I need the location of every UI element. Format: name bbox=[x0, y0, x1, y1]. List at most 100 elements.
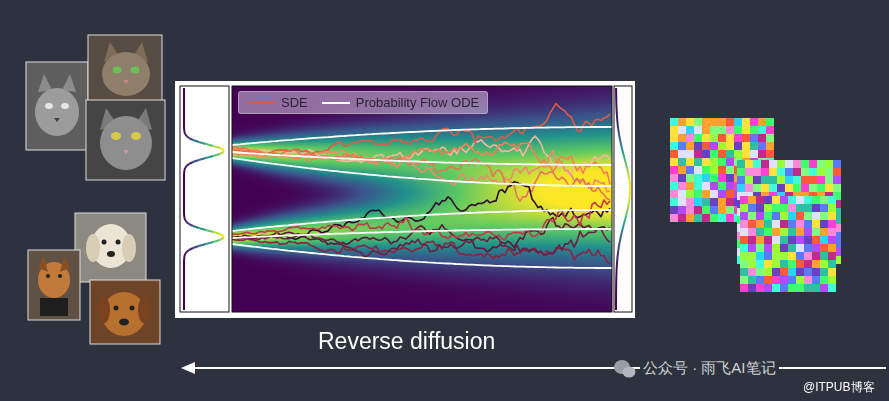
density-curve-segment bbox=[626, 212, 628, 214]
sde-path bbox=[232, 200, 610, 240]
density-curve-segment bbox=[629, 188, 631, 190]
density-curve-segment bbox=[183, 298, 185, 300]
density-curve-segment bbox=[618, 244, 620, 246]
density-curve-segment bbox=[625, 164, 628, 166]
density-curve-segment bbox=[615, 106, 617, 108]
density-curve-segment bbox=[615, 98, 617, 100]
density-curve-segment bbox=[213, 154, 219, 156]
density-curve-segment bbox=[615, 304, 617, 306]
density-curve-segment bbox=[618, 134, 620, 136]
density-curve-segment bbox=[183, 90, 185, 92]
density-curve-segment bbox=[615, 104, 617, 106]
noise-image bbox=[740, 196, 836, 292]
density-curve-segment bbox=[622, 154, 625, 156]
density-curve-segment bbox=[183, 128, 185, 130]
density-curve-segment bbox=[618, 136, 620, 138]
density-curve-segment bbox=[183, 274, 185, 276]
density-curve-segment bbox=[183, 302, 185, 304]
density-curve-segment bbox=[628, 198, 630, 200]
density-curve-segment bbox=[183, 116, 185, 118]
ode-line bbox=[232, 210, 612, 231]
density-curves bbox=[184, 88, 630, 310]
density-curve-segment bbox=[616, 262, 618, 264]
density-curve-segment bbox=[619, 140, 621, 142]
density-curve-segment bbox=[183, 278, 185, 280]
density-curve-segment bbox=[618, 242, 620, 244]
density-curve-segment bbox=[183, 94, 185, 96]
density-curve-segment bbox=[620, 234, 622, 236]
density-curve-segment bbox=[183, 196, 185, 198]
density-curve-segment bbox=[185, 166, 186, 168]
density-curve-segment bbox=[615, 100, 617, 102]
density-curve-segment bbox=[183, 126, 185, 128]
density-curve-segment bbox=[619, 142, 621, 144]
density-curve-segment bbox=[186, 250, 188, 252]
density-curve-segment bbox=[615, 306, 617, 308]
density-curve-segment bbox=[183, 268, 185, 270]
density-curve-segment bbox=[626, 208, 628, 210]
density-curve-segment bbox=[183, 112, 185, 114]
density-curve-segment bbox=[183, 114, 185, 116]
density-curve-segment bbox=[615, 280, 617, 282]
density-curve-segment bbox=[183, 284, 185, 286]
density-curve-segment bbox=[615, 294, 617, 296]
density-curve-segment bbox=[183, 96, 185, 98]
density-curve-segment bbox=[621, 150, 624, 152]
density-curve-segment bbox=[199, 142, 206, 144]
density-curve-segment bbox=[624, 160, 627, 162]
density-curve-segment bbox=[213, 232, 219, 234]
density-curve-segment bbox=[629, 190, 631, 192]
density-curve-segment bbox=[615, 296, 617, 298]
noise-images bbox=[670, 118, 841, 292]
density-curve-segment bbox=[615, 274, 617, 276]
density-curve-segment bbox=[627, 206, 629, 208]
density-curve-segment bbox=[615, 284, 617, 286]
density-curve-segment bbox=[183, 110, 185, 112]
density-curve-segment bbox=[623, 158, 626, 160]
density-curve-segment bbox=[616, 264, 618, 266]
density-curve-segment bbox=[629, 186, 631, 188]
density-curve-segment bbox=[183, 200, 185, 202]
density-curve-segment bbox=[628, 200, 630, 202]
density-curve-segment bbox=[183, 100, 185, 102]
density-curve-segment bbox=[619, 138, 621, 140]
density-curve-segment bbox=[183, 92, 185, 94]
density-curve-segment bbox=[620, 144, 622, 146]
density-curve-segment bbox=[206, 242, 214, 244]
density-curve-segment bbox=[183, 254, 186, 256]
density-curve-segment bbox=[616, 266, 618, 268]
density-curve-segment bbox=[183, 290, 185, 292]
watermark: 公众号 · 雨飞AI笔记 bbox=[640, 359, 779, 376]
density-curve-segment bbox=[623, 220, 626, 222]
density-curve-segment bbox=[183, 120, 185, 122]
density-curve-segment bbox=[617, 124, 619, 126]
density-curve-segment bbox=[625, 214, 628, 216]
density-curve-segment bbox=[617, 128, 619, 130]
ode-line bbox=[232, 244, 612, 268]
density-curve-segment bbox=[624, 218, 627, 220]
density-curve-segment bbox=[220, 238, 224, 240]
density-curve-segment bbox=[183, 306, 185, 308]
density-curve-segment bbox=[183, 216, 185, 218]
density-curve-segment bbox=[183, 294, 185, 296]
density-curve-segment bbox=[183, 272, 185, 274]
density-curve-segment bbox=[183, 266, 185, 268]
density-curve-segment bbox=[189, 162, 193, 164]
density-curve-segment bbox=[626, 170, 628, 172]
density-curve-segment bbox=[615, 94, 617, 96]
ode-line bbox=[232, 152, 612, 165]
density-curve-segment bbox=[183, 176, 185, 178]
density-curve-segment bbox=[627, 172, 629, 174]
density-curve-segment bbox=[616, 110, 618, 112]
density-curve-segment bbox=[616, 258, 618, 260]
density-curve-segment bbox=[622, 226, 625, 228]
density-curve-segment bbox=[616, 120, 618, 122]
density-curve-segment bbox=[183, 168, 186, 170]
density-heatmap bbox=[232, 86, 612, 312]
density-curve-segment bbox=[183, 282, 185, 284]
density-curve-segment bbox=[629, 196, 631, 198]
density-curve-segment bbox=[183, 258, 185, 260]
density-curve-segment bbox=[189, 138, 193, 140]
density-curve-segment bbox=[185, 220, 186, 222]
density-curve-segment bbox=[615, 302, 617, 304]
